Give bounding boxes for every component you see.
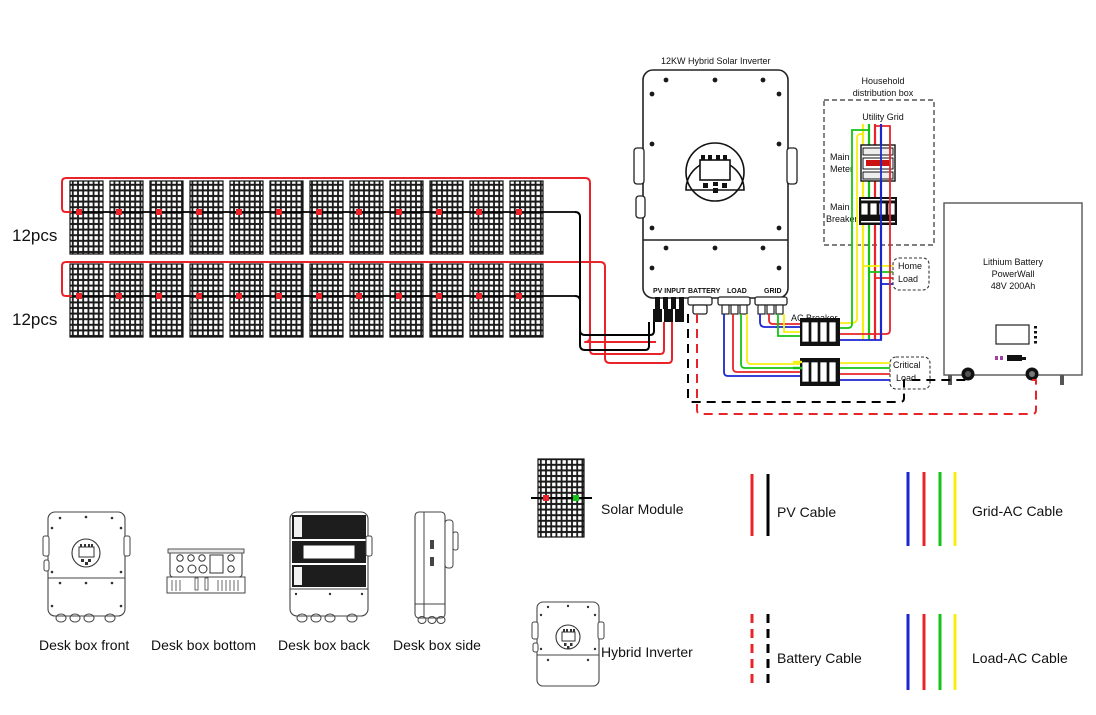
main-meter-label-line2: Meter bbox=[830, 164, 854, 174]
desk-box-front-label: Desk box front bbox=[39, 637, 130, 653]
battery-label-line3: 48V 200Ah bbox=[990, 281, 1036, 291]
main-breaker-label-line1: Main bbox=[830, 202, 850, 212]
solar-panel bbox=[69, 263, 104, 338]
solar-panel bbox=[269, 263, 304, 338]
terminal-label-pv-input: PV INPUT bbox=[653, 288, 686, 295]
pv-row-2-label: 12pcs bbox=[12, 310, 58, 329]
solar-panel bbox=[469, 180, 504, 255]
solar-panel bbox=[149, 263, 184, 338]
terminal-label-battery: BATTERY bbox=[688, 288, 721, 295]
critical-load-label-line2: Load bbox=[896, 373, 917, 383]
solar-panel bbox=[509, 263, 544, 338]
pv-cable-row1-positive-leg bbox=[589, 322, 665, 355]
legend-label-load-ac-cable: Load-AC Cable bbox=[972, 650, 1068, 666]
battery-label-line2: PowerWall bbox=[991, 269, 1035, 279]
pv-row-1-label: 12pcs bbox=[12, 226, 58, 245]
pv-cable-row2-negative bbox=[574, 295, 650, 351]
solar-panel bbox=[309, 263, 344, 338]
pv-cable-row1-negative bbox=[574, 211, 655, 336]
pv-cable-row2-positive bbox=[61, 261, 673, 364]
solar-panel bbox=[309, 180, 344, 255]
pv-input-connectors bbox=[653, 297, 684, 322]
legend-label-solar-module: Solar Module bbox=[601, 501, 684, 517]
battery-cable-icon bbox=[750, 614, 770, 688]
solar-panel-icon bbox=[531, 458, 592, 538]
solar-panel bbox=[69, 180, 104, 255]
solar-panel bbox=[389, 180, 424, 255]
legend-label-hybrid-inverter: Hybrid Inverter bbox=[601, 644, 693, 660]
grid-ac-cable-icon bbox=[906, 472, 957, 546]
ac-breaker-load bbox=[800, 358, 840, 386]
main-breaker-label-line2: Breaker bbox=[826, 214, 858, 224]
desk-box-front-icon bbox=[42, 511, 131, 623]
solar-panel bbox=[149, 180, 184, 255]
home-load-label-line2: Load bbox=[898, 274, 919, 284]
desk-box-side-icon bbox=[414, 511, 459, 624]
desk-box-back-icon bbox=[289, 511, 373, 623]
main-meter-label-line1: Main bbox=[830, 152, 850, 162]
utility-grid-label: Utility Grid bbox=[862, 112, 904, 122]
battery-led-indicators bbox=[1034, 326, 1037, 344]
solar-panel bbox=[109, 180, 144, 255]
legend-label-battery-cable: Battery Cable bbox=[777, 650, 862, 666]
inverter-display-icon bbox=[685, 142, 745, 202]
terminal-label-grid: GRID bbox=[764, 288, 782, 295]
solar-panel bbox=[429, 180, 464, 255]
solar-panel bbox=[189, 263, 224, 338]
load-ac-cable-icon bbox=[906, 614, 957, 690]
legend-label-grid-ac-cable: Grid-AC Cable bbox=[972, 503, 1064, 519]
solar-panel bbox=[349, 180, 384, 255]
solar-panel bbox=[429, 263, 464, 338]
pv-row-1-panels bbox=[69, 180, 544, 255]
battery-gland bbox=[687, 296, 713, 315]
critical-load-label-line1: Critical bbox=[893, 360, 921, 370]
grid-gland bbox=[754, 296, 788, 315]
distribution-box-title-line2: distribution box bbox=[852, 88, 914, 98]
solar-panel bbox=[389, 263, 424, 338]
battery-cable-negative bbox=[687, 314, 968, 403]
solar-panel bbox=[509, 180, 544, 255]
solar-panel bbox=[109, 263, 144, 338]
terminal-label-load: LOAD bbox=[727, 288, 747, 295]
inverter-terminal-glands bbox=[653, 296, 788, 322]
solar-panel bbox=[269, 180, 304, 255]
desk-box-back-label: Desk box back bbox=[278, 637, 370, 653]
battery-cable-positive bbox=[696, 314, 1037, 415]
home-load-label-line1: Home bbox=[898, 261, 923, 271]
ac-breaker-grid bbox=[800, 318, 840, 346]
home-load-box bbox=[892, 257, 930, 291]
desk-box-bottom-icon bbox=[166, 548, 246, 594]
inverter-screws bbox=[649, 77, 782, 271]
inverter-icon bbox=[531, 601, 605, 687]
desk-box-bottom-label: Desk box bottom bbox=[151, 637, 257, 653]
legend-label-pv-cable: PV Cable bbox=[777, 504, 837, 520]
solar-panel bbox=[469, 263, 504, 338]
pv-row-1-junctions bbox=[76, 209, 522, 215]
load-gland bbox=[717, 296, 751, 315]
pv-row-2-panels bbox=[69, 263, 544, 338]
solar-panel bbox=[349, 263, 384, 338]
inverter-title: 12KW Hybrid Solar Inverter bbox=[661, 56, 771, 66]
battery-symbol-icon bbox=[995, 355, 1026, 361]
pv-row-2-junctions bbox=[76, 293, 522, 299]
solar-panel bbox=[229, 180, 264, 255]
distribution-box-title-line1: Household bbox=[861, 76, 905, 86]
pv-cable-icon bbox=[750, 474, 770, 536]
desk-box-side-label: Desk box side bbox=[393, 637, 481, 653]
battery-label-line1: Lithium Battery bbox=[982, 257, 1044, 267]
solar-panel bbox=[229, 263, 264, 338]
solar-panel bbox=[189, 180, 224, 255]
